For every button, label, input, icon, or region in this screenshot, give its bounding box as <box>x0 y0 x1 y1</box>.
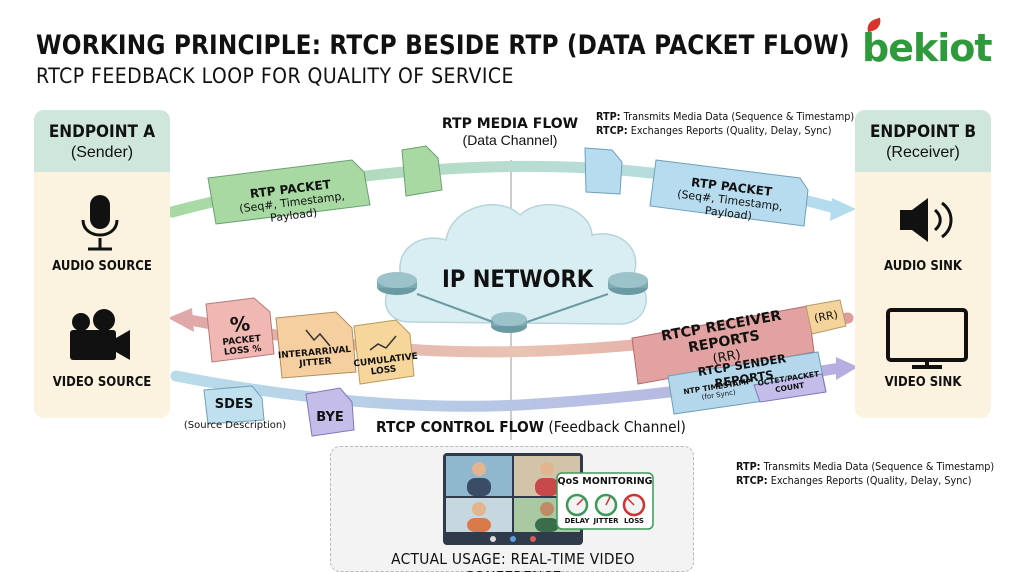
legend-top: RTP: Transmits Media Data (Sequence & Ti… <box>596 111 855 137</box>
router-icon-right <box>608 272 648 295</box>
video-sink-label: VIDEO SINK <box>884 375 962 390</box>
audio-source-label: AUDIO SOURCE <box>52 259 152 274</box>
endpoint-a-header: ENDPOINT A (Sender) <box>34 110 170 172</box>
sdes-card <box>203 385 265 425</box>
endpoint-a-panel: ENDPOINT A (Sender) <box>34 110 170 418</box>
cumulative-loss-card <box>353 319 415 385</box>
participant-avatar <box>467 502 491 532</box>
bye-card <box>305 387 355 437</box>
router-icon-left <box>377 272 417 295</box>
rtp-arrowhead <box>830 198 856 221</box>
participant-avatar <box>535 462 559 496</box>
page-subtitle: RTCP FEEDBACK LOOP FOR QUALITY OF SERVIC… <box>36 64 514 88</box>
microphone-icon <box>81 195 119 251</box>
jitter-gauge-icon <box>594 493 618 517</box>
trend-chart-icon <box>369 335 397 351</box>
video-conference-illustration <box>443 453 654 545</box>
rtp-small-packet-left <box>401 145 443 197</box>
speaker-icon <box>900 198 953 242</box>
rtcp-receiver-reports-banner <box>631 305 815 385</box>
participant-avatar <box>467 462 491 496</box>
packet-loss-label: % PACKET LOSS % <box>222 311 263 358</box>
sdes-label: SDES <box>214 397 254 412</box>
video-camera-icon <box>70 309 130 360</box>
end-call-icon[interactable] <box>530 536 536 542</box>
delay-gauge-icon <box>565 493 589 517</box>
sr-arrowhead <box>836 357 858 380</box>
jitter-chart-icon <box>305 329 331 347</box>
mic-control-icon[interactable] <box>490 536 496 542</box>
loss-gauge-label: LOSS <box>624 517 644 525</box>
delay-gauge-label: DELAY <box>564 517 590 525</box>
page-title: WORKING PRINCIPLE: RTCP BESIDE RTP (DATA… <box>36 30 850 61</box>
endpoint-b-header: ENDPOINT B (Receiver) <box>855 110 991 172</box>
legend-bottom: RTP: Transmits Media Data (Sequence & Ti… <box>736 461 995 487</box>
video-conference-panel: QoS MONITORING DELAY JITTER LOSS ACTUAL … <box>330 446 694 572</box>
router-icon-bottom <box>491 312 527 333</box>
audio-sink-label: AUDIO SINK <box>884 259 962 274</box>
conference-caption: ACTUAL USAGE: REAL-TIME VIDEO CONFERENCE <box>391 550 635 572</box>
endpoint-b-panel: ENDPOINT B (Receiver) <box>855 110 991 418</box>
brand-logo: bekiot <box>862 17 993 70</box>
ip-network-label: IP NETWORK <box>442 265 594 293</box>
video-source-label: VIDEO SOURCE <box>52 375 152 390</box>
sdes-description: (Source Description) <box>183 420 287 431</box>
rtp-flow-title: RTP MEDIA FLOW (Data Channel) <box>441 116 579 148</box>
rtcp-flow-title: RTCP CONTROL FLOW (Feedback Channel) <box>376 418 686 436</box>
jitter-gauge-label: JITTER <box>593 517 619 525</box>
interarrival-jitter-card <box>275 311 357 379</box>
loss-gauge-icon <box>622 493 646 517</box>
rtp-packet-card-right <box>649 159 809 227</box>
camera-control-icon[interactable] <box>510 536 516 542</box>
bye-label: BYE <box>316 410 344 425</box>
packet-loss-card <box>205 297 275 363</box>
rr-arrowhead <box>168 308 194 332</box>
participant-avatar <box>535 502 559 532</box>
monitor-icon <box>886 308 968 369</box>
rtp-small-packet-right <box>584 147 623 195</box>
qos-monitoring-title: QoS MONITORING <box>557 476 653 487</box>
rtp-packet-card-left <box>207 159 371 225</box>
